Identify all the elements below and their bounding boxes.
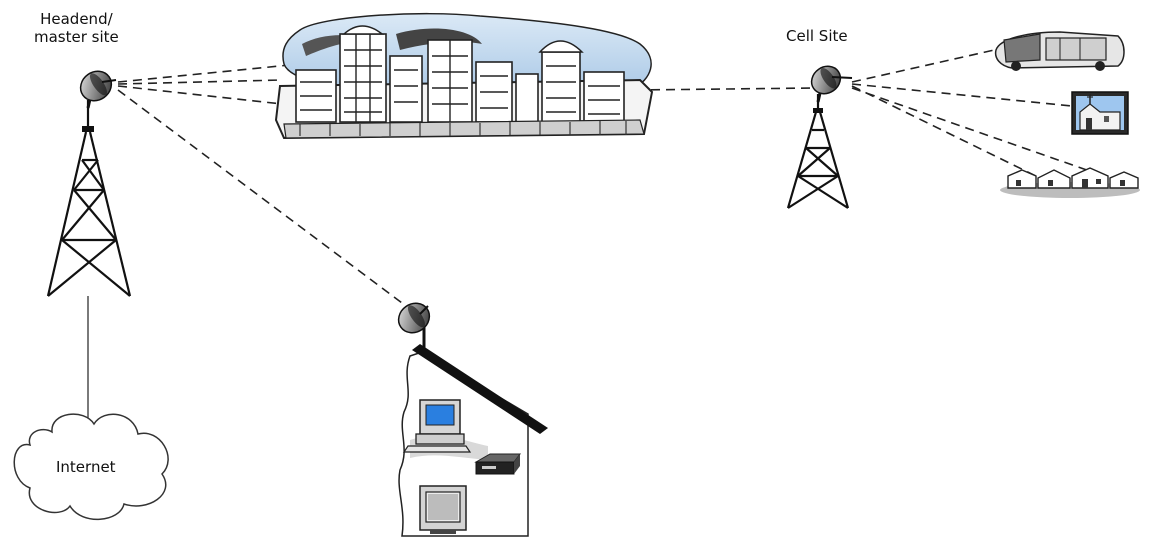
- headend-tower: [48, 100, 130, 426]
- link-headend-city-3: [118, 86, 282, 104]
- cell-dish-icon: [806, 61, 852, 102]
- link-cell-houses-1: [852, 86, 1040, 178]
- television-icon: [420, 486, 466, 534]
- cell-tower: [788, 94, 848, 208]
- internet-label: Internet: [56, 458, 116, 476]
- home-dish-icon: [393, 297, 435, 352]
- church-icon: [1072, 92, 1128, 134]
- headend-label: Headend/ master site: [34, 10, 119, 46]
- headend-dish-icon: [75, 65, 117, 108]
- houses-icon: [1000, 168, 1140, 198]
- link-cell-van: [852, 46, 1012, 82]
- link-headend-city-1: [118, 64, 300, 82]
- headend-label-line2: master site: [34, 28, 119, 46]
- cell-site-label: Cell Site: [786, 27, 848, 45]
- link-city-cellsite: [636, 88, 816, 90]
- link-cell-houses-2: [852, 88, 1104, 176]
- satellite-van-icon: [996, 32, 1124, 71]
- link-headend-city-2: [118, 80, 282, 84]
- city-skyline: [276, 14, 652, 138]
- headend-label-line1: Headend/: [34, 10, 119, 28]
